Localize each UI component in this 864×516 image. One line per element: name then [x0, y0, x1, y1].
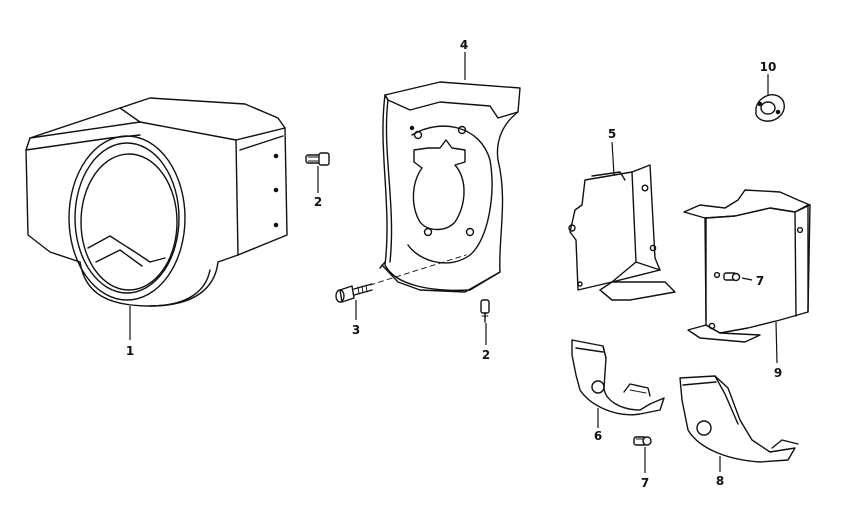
callout-8: 8 — [716, 474, 724, 488]
leader-lines — [129, 52, 778, 473]
gasket-icon — [755, 94, 785, 122]
blower-housing-icon — [25, 97, 288, 307]
callout-1: 1 — [126, 344, 134, 358]
screw-icon — [305, 152, 330, 166]
leader-line-5 — [611, 141, 615, 176]
callout-9: 9 — [774, 366, 782, 380]
cylinder-shield-icon — [568, 164, 676, 301]
lower-shield-icon — [571, 339, 665, 416]
bolt-icon — [335, 283, 373, 303]
callout-4: 4 — [460, 38, 468, 52]
leader-line-9 — [775, 321, 778, 364]
screw-icon — [480, 299, 490, 323]
leader-line-7a — [741, 277, 753, 281]
callout-7a: 7 — [756, 274, 764, 288]
callout-3: 3 — [352, 323, 360, 337]
screw-icon — [633, 436, 652, 446]
callout-10: 10 — [760, 60, 777, 74]
callout-5: 5 — [608, 127, 616, 141]
callout-2a: 2 — [314, 195, 322, 209]
callout-7b: 7 — [641, 476, 649, 490]
cylinder-shield-plate-icon — [369, 81, 521, 293]
callout-6: 6 — [594, 429, 602, 443]
callout-2b: 2 — [482, 348, 490, 362]
cylinder-head-shield-icon — [683, 189, 811, 343]
lower-shield-icon — [679, 375, 799, 463]
callout-labels: 1 2 3 4 2 5 6 7 7 8 9 10 — [126, 38, 782, 490]
